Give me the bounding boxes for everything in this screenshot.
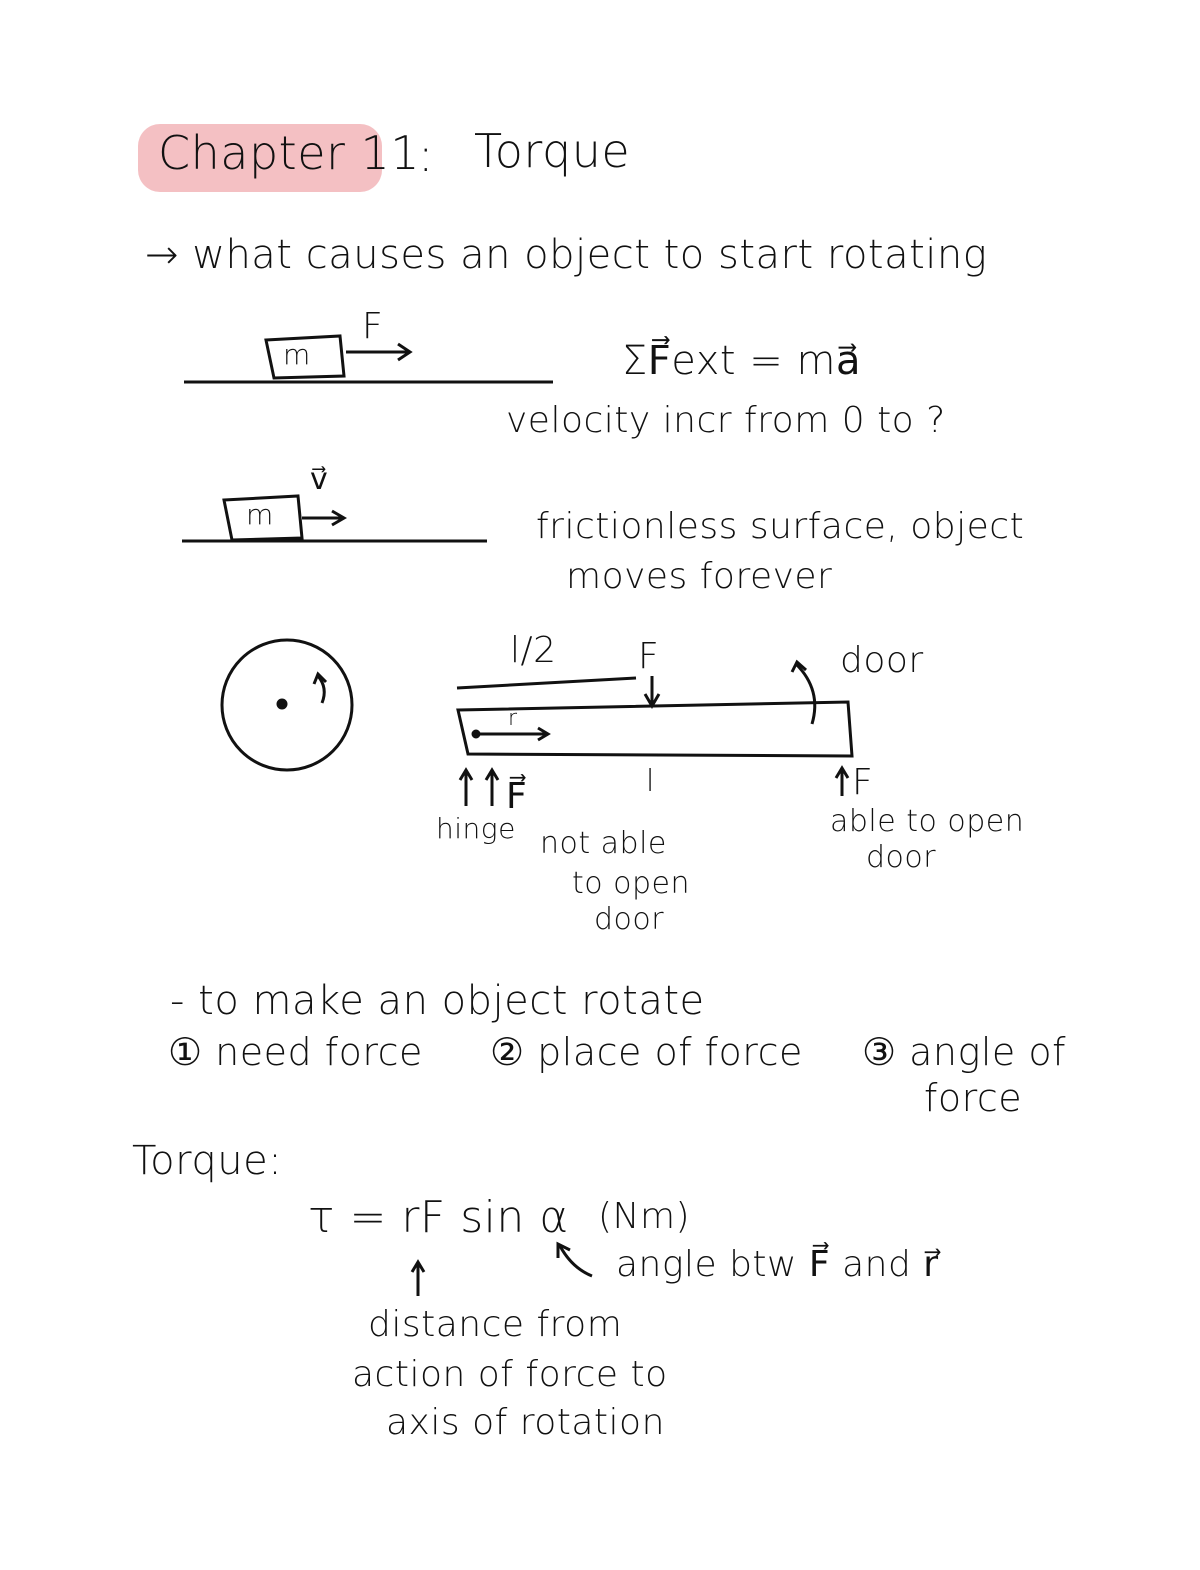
- door-label: door: [840, 640, 924, 681]
- mass-block-2: [222, 494, 304, 542]
- half-length-label: l/2: [510, 630, 557, 671]
- end-force-label: F: [852, 762, 874, 803]
- r-label: r: [508, 706, 518, 731]
- end-force-head: [834, 765, 850, 779]
- angle-note-arrow-head: [556, 1241, 571, 1258]
- mass-block: [264, 334, 346, 380]
- frictionless-note-line-1: frictionless surface, object: [536, 506, 1025, 547]
- rotation-requirements-intro: - to make an object rotate: [170, 978, 705, 1024]
- requirement-1: ① need force: [168, 1030, 423, 1074]
- not-able-line-1: not able: [540, 826, 667, 861]
- able-line-2: door: [866, 840, 937, 875]
- door-rotation-head: [790, 659, 807, 673]
- angle-note-arrow: [558, 1245, 593, 1278]
- hinge-dot: [471, 729, 481, 739]
- velocity-label: v⃗: [310, 462, 329, 497]
- able-line-1: able to open: [830, 804, 1025, 839]
- not-able-line-3: door: [594, 902, 665, 937]
- rotating-disk: [220, 638, 354, 772]
- door-sketch: [456, 659, 854, 806]
- torque-units: (Nm): [598, 1196, 691, 1237]
- mass-label-1: m: [283, 338, 311, 371]
- torque-annotations: [410, 1241, 593, 1296]
- force-label-1: F: [362, 306, 384, 347]
- top-force-head: [643, 693, 661, 709]
- title-highlight: [138, 124, 382, 192]
- half-length-line: [456, 676, 637, 690]
- r-note-arrow-head: [410, 1259, 426, 1273]
- newton-equation: ΣF⃗ext = ma⃗: [622, 338, 861, 384]
- door-rectangle: [456, 700, 854, 758]
- mass-label-2: m: [246, 498, 274, 531]
- requirement-2: ② place of force: [490, 1030, 803, 1074]
- velocity-arrow-head: [331, 509, 347, 527]
- r-note-line-3: axis of rotation: [386, 1402, 665, 1443]
- example-1-sketch: [184, 334, 553, 384]
- example-2-sketch: [182, 494, 487, 543]
- hinge-force-head-2: [484, 767, 500, 781]
- disk-center-dot: [276, 698, 288, 710]
- r-note-line-2: action of force to: [352, 1354, 668, 1395]
- chapter-label: Chapter 11: [158, 126, 421, 180]
- requirement-3-line-1: ③ angle of: [862, 1030, 1066, 1074]
- rotation-arrow: [316, 675, 326, 704]
- rotating-circle-sketch: [220, 638, 354, 772]
- length-label: l: [646, 764, 655, 799]
- force-arrow-head: [397, 342, 413, 362]
- hinge-force-label: F⃗: [506, 776, 528, 817]
- top-force-label: F: [638, 636, 660, 677]
- hinge-force-head-1: [458, 767, 474, 781]
- frictionless-note-line-2: moves forever: [566, 556, 833, 597]
- r-note-line-1: distance from: [368, 1304, 623, 1345]
- torque-formula: τ = rF sin α: [308, 1192, 569, 1243]
- rotation-arrow-head: [312, 671, 328, 685]
- torque-heading: Torque:: [132, 1138, 283, 1184]
- requirement-3-line-2: force: [924, 1076, 1023, 1120]
- intro-bullet: → what causes an object to start rotatin…: [145, 232, 988, 278]
- not-able-line-2: to open: [572, 866, 691, 901]
- title-colon: :: [418, 128, 434, 182]
- page-title: Torque: [474, 124, 631, 178]
- velocity-note: velocity incr from 0 to ?: [506, 400, 946, 441]
- hinge-label: hinge: [436, 812, 516, 845]
- r-arrow-head: [537, 726, 551, 742]
- door-rotation-arrow: [794, 662, 817, 725]
- angle-note: angle btw F⃗ and r⃗: [616, 1244, 939, 1285]
